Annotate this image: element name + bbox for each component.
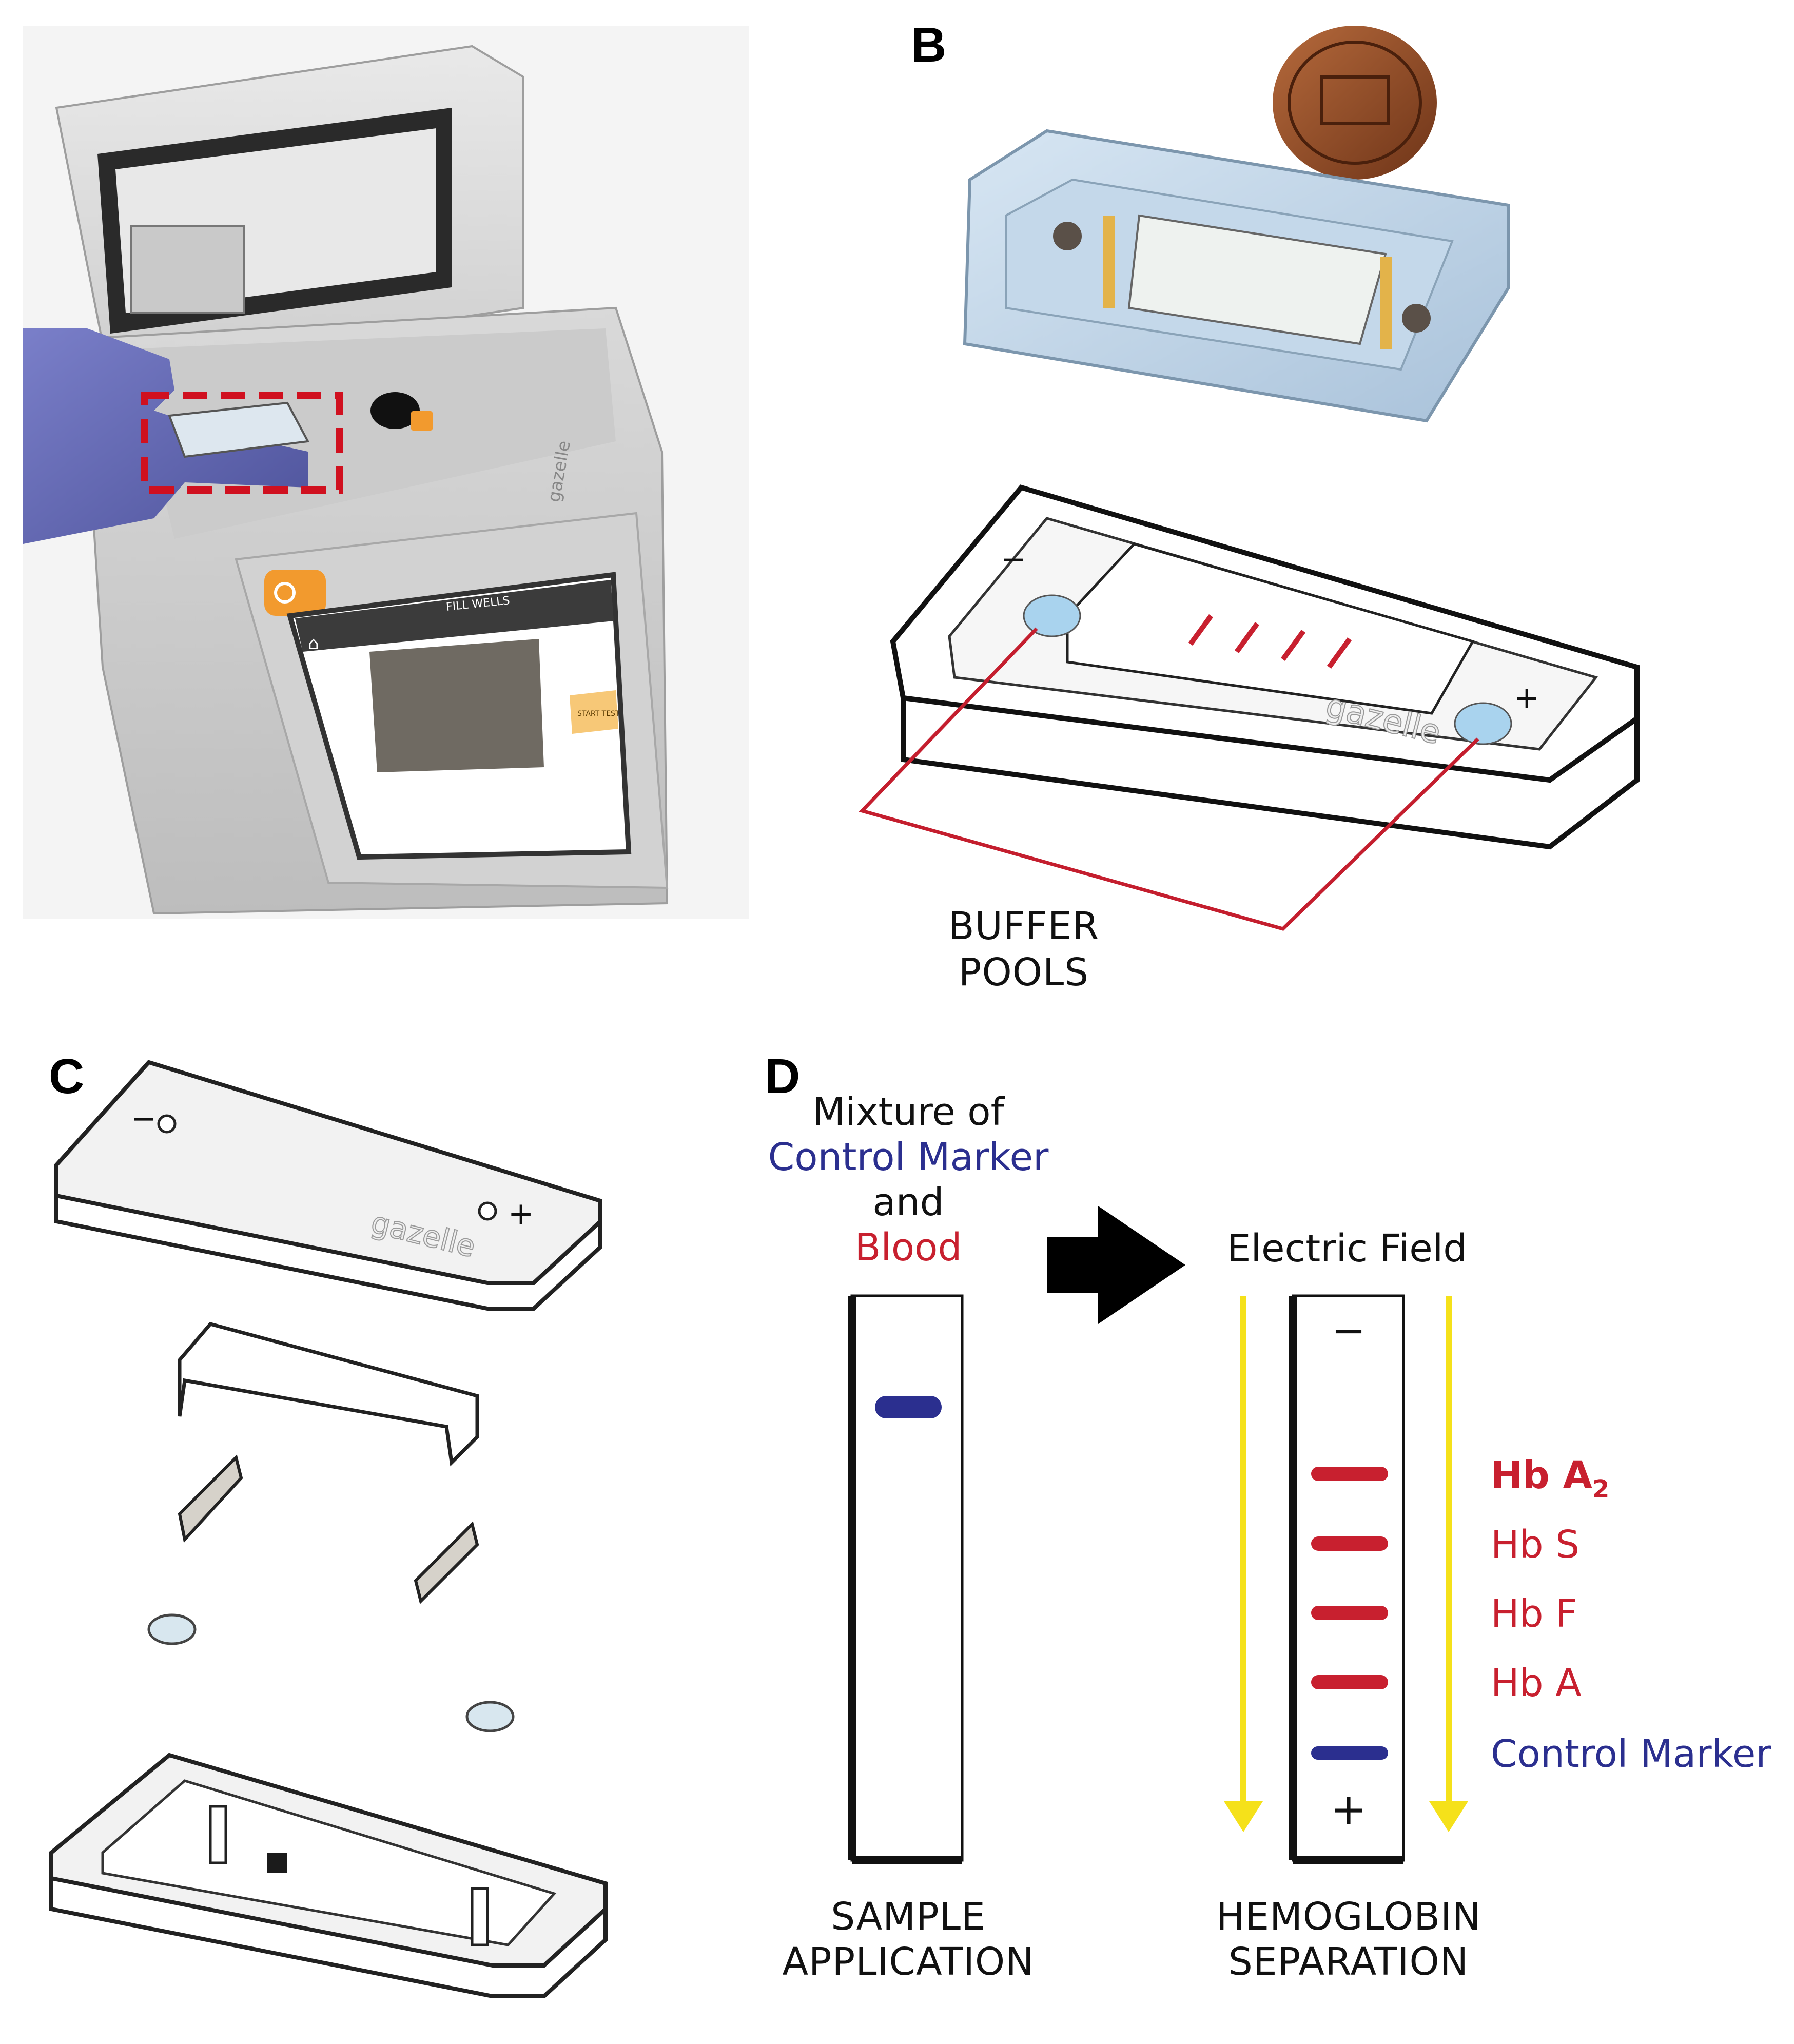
orange-cap [411, 411, 433, 431]
electrode-right [1380, 257, 1392, 349]
mixture-label-2: Control Marker [768, 1135, 1049, 1179]
lid-port-left [157, 1114, 177, 1134]
exploded-electrode-left [178, 1454, 243, 1543]
device-top-deck [128, 328, 616, 539]
base-post-right [471, 1887, 489, 1946]
penny-memorial [1320, 75, 1390, 125]
band-hb-a2: Hb A2 [1311, 1453, 1609, 1504]
band-hb-a2-mark [1311, 1467, 1388, 1481]
mixture-label-1: Mixture of [812, 1090, 1005, 1134]
panel-c-letter: C [49, 1049, 84, 1104]
screen-header-bar [295, 580, 614, 652]
strip-minus-sign: − [1331, 1307, 1366, 1354]
field-arrow-right-head [1429, 1801, 1468, 1832]
sample-application-band [875, 1396, 942, 1418]
buffer-pools-label-1: BUFFER [948, 904, 1099, 948]
buffer-pools-label-2: POOLS [959, 950, 1089, 995]
band-hb-f-label: Hb F [1491, 1592, 1577, 1636]
buffer-pool-left [1023, 594, 1081, 637]
band-hb-a2-label: Hb A2 [1491, 1453, 1609, 1504]
panel-d: D Mixture of Control Marker and Blood El… [765, 1049, 1771, 1984]
panel-d-letter: D [765, 1049, 800, 1104]
caption-separation-2: SEPARATION [1228, 1940, 1469, 1984]
drawing-band-2 [1234, 622, 1260, 653]
band-hb-a: Hb A [1311, 1661, 1582, 1705]
magnet-right [1402, 304, 1431, 333]
caption-sample-1: SAMPLE [831, 1895, 985, 1939]
sample-well [371, 392, 420, 429]
panel-b: B − + gazelle BUFFER POOLS [859, 17, 1640, 995]
start-test-button [570, 690, 618, 734]
caption-separation-1: HEMOGLOBIN [1216, 1895, 1481, 1939]
screen-instruction-image [369, 639, 544, 772]
lid-plus-sign: + [508, 1196, 534, 1232]
electric-field-label: Electric Field [1227, 1227, 1468, 1271]
gloved-hand [23, 328, 308, 544]
strip-plus-sign: + [1330, 1784, 1367, 1835]
base-slot [267, 1853, 287, 1873]
band-hb-a-label: Hb A [1491, 1661, 1582, 1705]
highlight-box [141, 392, 343, 494]
caption-sample-2: APPLICATION [782, 1940, 1034, 1984]
magnet-left [1053, 222, 1082, 250]
drawing-minus-sign: − [1001, 541, 1026, 577]
mixture-label-3: and [872, 1180, 944, 1224]
panel-a: A gazelle FILL WELLS ⌂ START TEST [23, 17, 749, 919]
band-hb-s-mark [1311, 1536, 1388, 1551]
drawing-band-3 [1280, 630, 1306, 661]
lid-cartridge-holder [130, 225, 245, 314]
cartridge-drawing-side [901, 698, 1640, 850]
band-hb-f: Hb F [1311, 1592, 1577, 1636]
field-arrow-left-head [1224, 1801, 1263, 1832]
buffer-pool-right [1454, 702, 1512, 745]
exploded-lid-side [54, 1196, 602, 1311]
band-hb-f-mark [1311, 1606, 1388, 1620]
exploded-base-side [49, 1878, 608, 1998]
band-hb-s-label: Hb S [1491, 1523, 1580, 1567]
drawing-band-4 [1327, 637, 1352, 669]
band-control-marker-mark [1311, 1746, 1388, 1760]
power-icon [274, 582, 296, 604]
exploded-gel-strip [178, 1322, 479, 1467]
process-arrow [1047, 1206, 1185, 1324]
drawing-plus-sign: + [1514, 680, 1539, 716]
cartridge-in-hand [168, 401, 310, 458]
panel-c: C − + gazelle [49, 1049, 608, 1998]
penny-coin [1273, 26, 1437, 180]
penny-rim [1288, 41, 1422, 165]
electrode-left [1103, 216, 1115, 308]
band-hb-a-mark [1311, 1675, 1388, 1689]
lid-minus-sign: − [131, 1101, 157, 1137]
base-post-left [209, 1805, 227, 1864]
exploded-lid [54, 1060, 602, 1285]
band-control-marker: Control Marker [1311, 1732, 1771, 1776]
band-control-marker-label: Control Marker [1491, 1732, 1771, 1776]
home-icon: ⌂ [308, 633, 319, 654]
sample-strip [850, 1294, 964, 1862]
buffer-pools-callout-line [859, 627, 1479, 931]
exploded-magnet-left [147, 1613, 197, 1645]
mixture-label-4: Blood [855, 1225, 962, 1270]
exploded-electrode-right [414, 1521, 479, 1604]
lid-port-right [478, 1201, 497, 1221]
cartridge-drawing-gel [1066, 542, 1475, 715]
band-hb-s: Hb S [1311, 1523, 1580, 1567]
cartridge-photo-gel [1127, 214, 1387, 345]
panel-b-letter: B [911, 17, 946, 72]
drawing-band-1 [1188, 614, 1214, 646]
start-test-label: START TEST [577, 710, 620, 718]
cartridge-drawing-bands [1188, 614, 1352, 669]
separation-strip [1292, 1294, 1405, 1862]
exploded-magnet-right [465, 1701, 515, 1732]
